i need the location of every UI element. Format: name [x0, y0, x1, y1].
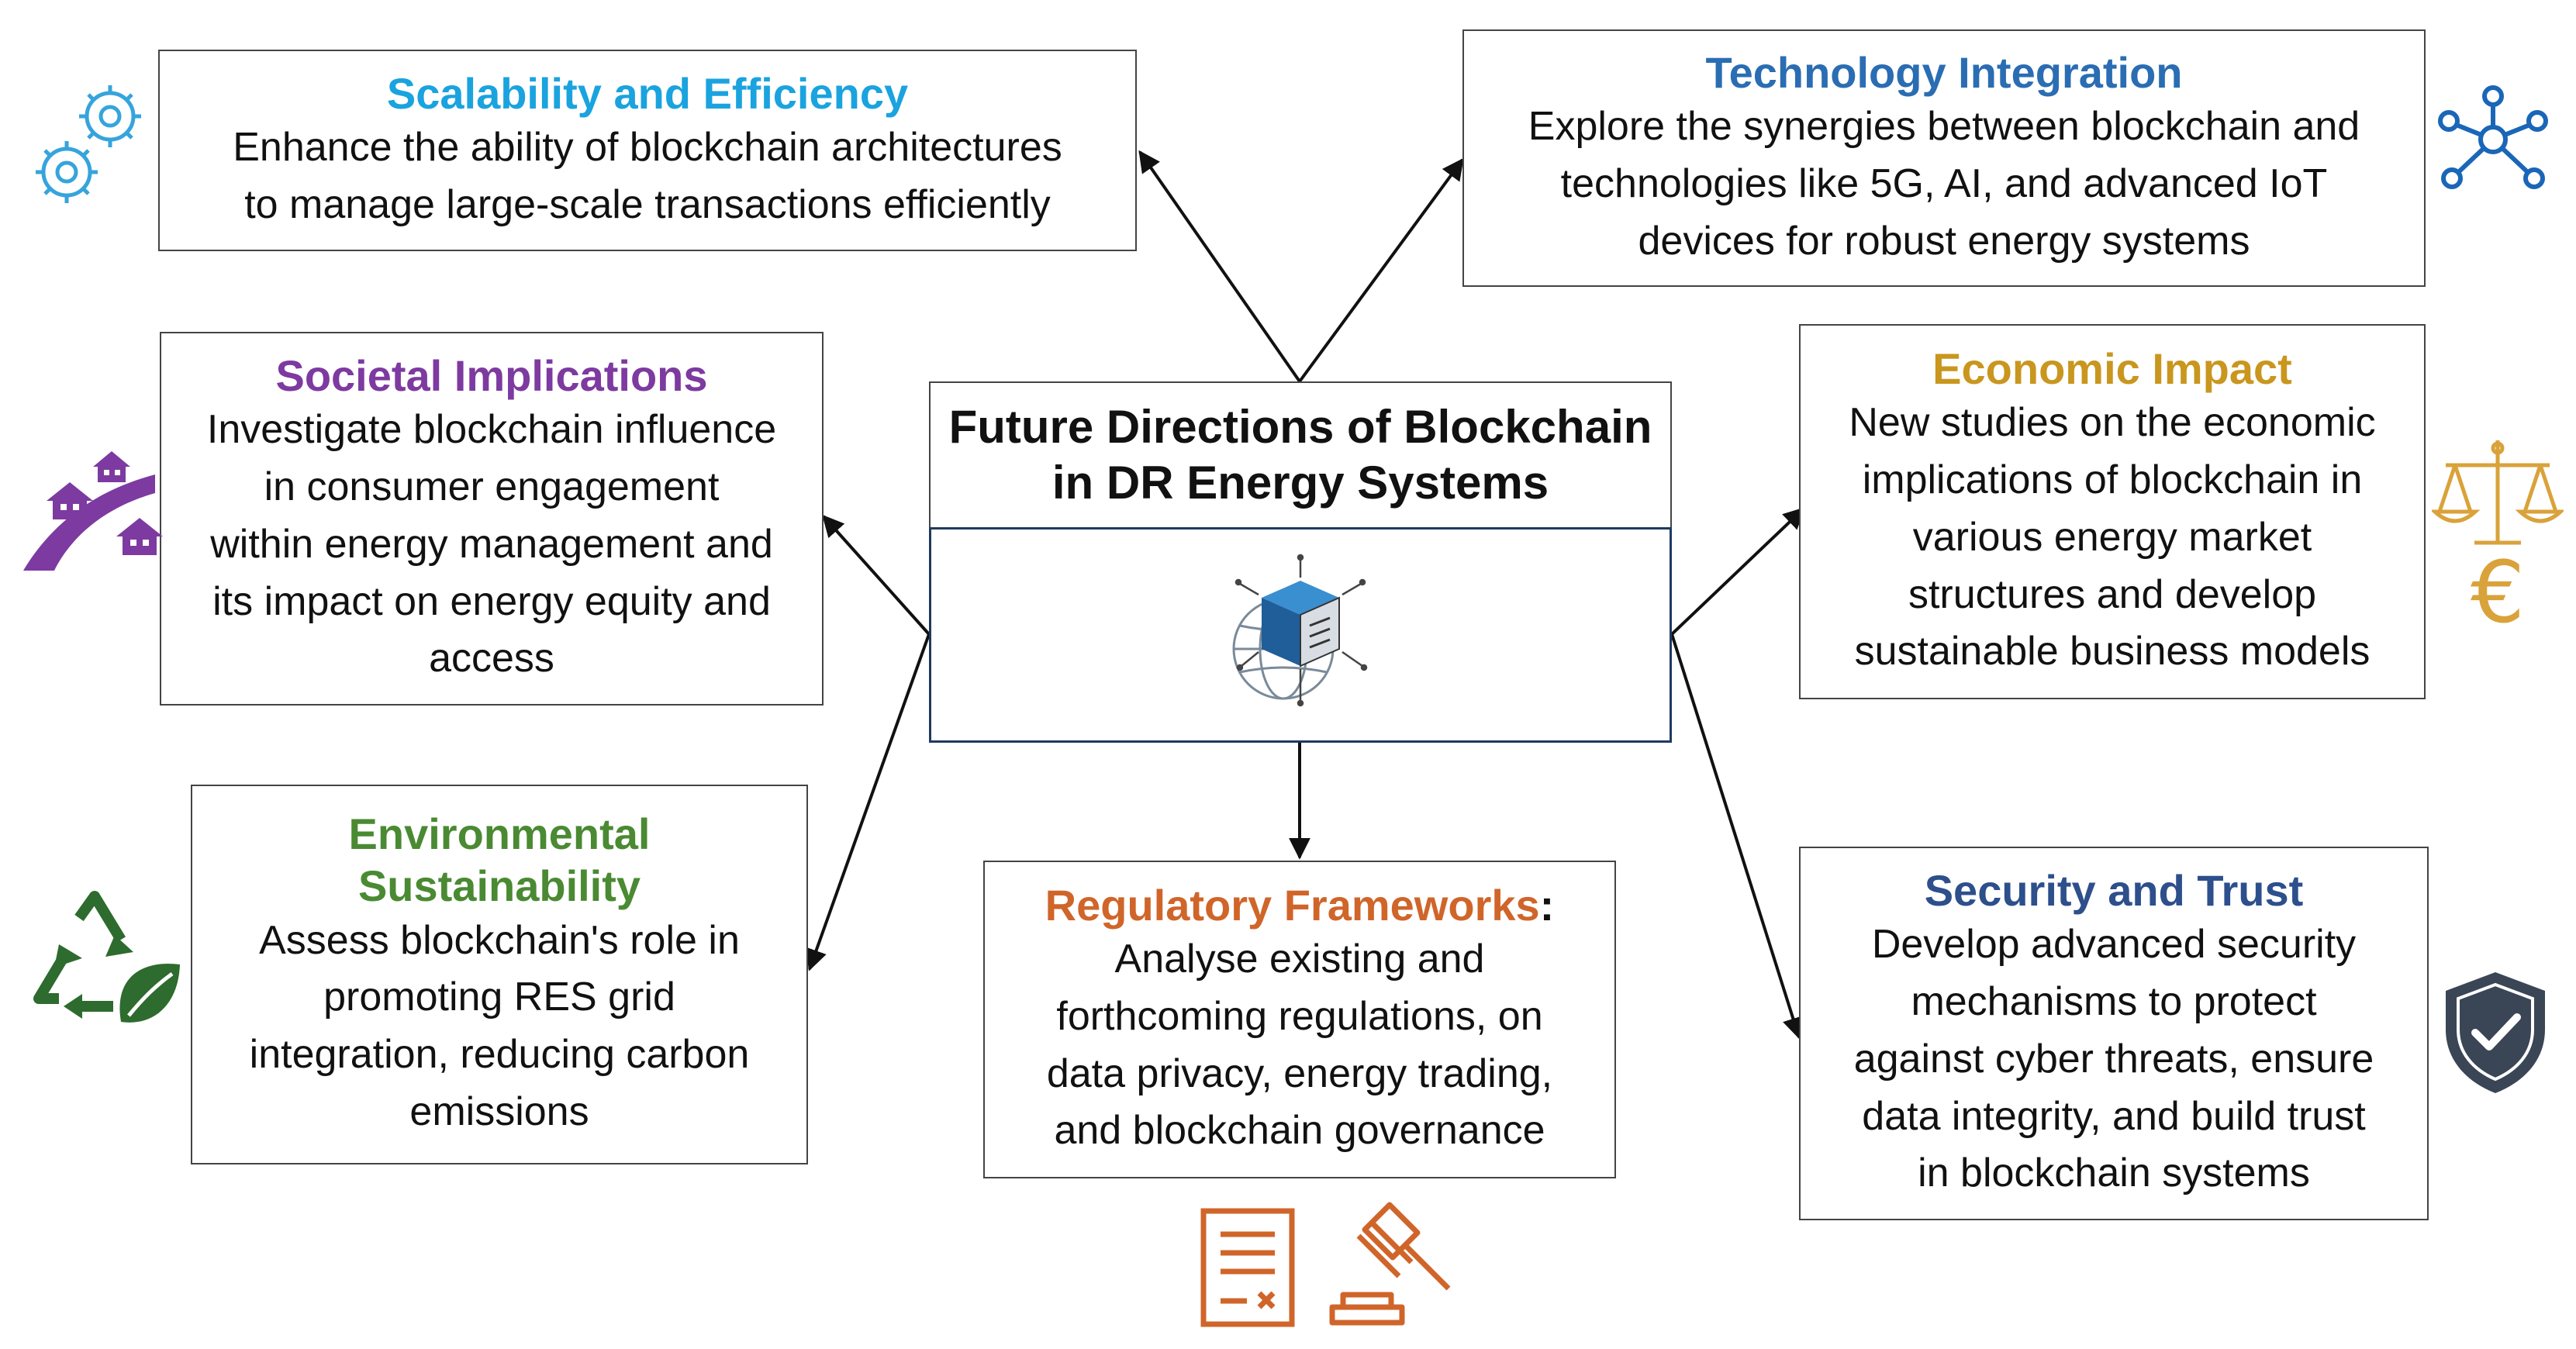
economic-line: implications of blockchain in — [1862, 457, 2363, 502]
technology-line: Explore the synergies between blockchain… — [1528, 103, 2360, 149]
technology-line: devices for robust energy systems — [1638, 218, 2250, 264]
environmental-line: promoting RES grid — [323, 975, 675, 1020]
security-line: data integrity, and build trust — [1862, 1093, 2366, 1139]
node-regulatory: Regulatory Frameworks: Analyse existing … — [983, 861, 1616, 1178]
node-scalability: Scalability and Efficiency Enhance the a… — [158, 50, 1137, 251]
economic-line: New studies on the economic — [1849, 400, 2376, 446]
security-line: in blockchain systems — [1918, 1151, 2310, 1196]
scales-euro-icon: € — [2432, 440, 2564, 636]
gavel-icon — [1329, 1202, 1451, 1326]
economic-title: Economic Impact — [1932, 343, 2292, 393]
environmental-title: Sustainability — [357, 861, 641, 911]
economic-line: structures and develop — [1908, 571, 2317, 617]
houses-road-icon — [23, 451, 163, 571]
environmental-title: Environmental — [348, 809, 651, 859]
document-icon — [1200, 1208, 1295, 1327]
scalability-line: Enhance the ability of blockchain archit… — [233, 124, 1062, 170]
security-line: against cyber threats, ensure — [1853, 1036, 2374, 1082]
societal-line: in consumer engagement — [264, 464, 720, 509]
societal-title: Societal Implications — [275, 350, 708, 400]
security-line: Develop advanced security — [1871, 922, 2357, 968]
arrow-to-scalability — [1138, 150, 1301, 383]
scalability-title: Scalability and Efficiency — [386, 68, 909, 118]
societal-line: its impact on energy equity and — [212, 578, 771, 624]
blockchain-globe-icon — [1232, 554, 1368, 707]
node-technology: Technology Integration Explore the syner… — [1462, 29, 2426, 287]
societal-line: Investigate blockchain influence — [206, 407, 777, 453]
arrow-to-societal — [822, 514, 931, 636]
scalability-line: to manage large-scale transactions effic… — [244, 181, 1051, 227]
center-image-box — [929, 527, 1672, 743]
security-title: Security and Trust — [1924, 865, 2304, 915]
environmental-line: Assess blockchain's role in — [259, 917, 740, 963]
security-line: mechanisms to protect — [1911, 978, 2317, 1024]
regulatory-title: Regulatory Frameworks — [1045, 880, 1540, 930]
regulatory-title-colon: : — [1539, 880, 1555, 930]
network-hub-icon — [2438, 85, 2548, 189]
economic-line: various energy market — [1912, 514, 2312, 560]
regulatory-line: forthcoming regulations, on — [1056, 993, 1543, 1039]
gears-icon — [36, 85, 141, 203]
arrow-to-technology — [1298, 157, 1464, 383]
technology-title: Technology Integration — [1705, 47, 2183, 97]
center-title-box: Future Directions of Blockchain in DR En… — [929, 381, 1672, 529]
node-security: Security and Trust Develop advanced secu… — [1799, 847, 2429, 1220]
recycle-leaf-icon — [33, 891, 180, 1023]
societal-line: within energy management and — [210, 521, 773, 567]
shield-check-icon — [2446, 972, 2545, 1093]
node-societal: Societal Implications Investigate blockc… — [160, 332, 824, 706]
center-title-line1: Future Directions of Blockchain — [948, 401, 1652, 453]
regulatory-line: data privacy, energy trading, — [1046, 1051, 1553, 1096]
environmental-line: emissions — [409, 1089, 589, 1135]
regulatory-line: and blockchain governance — [1054, 1108, 1545, 1154]
arrow-to-environmental — [806, 633, 931, 971]
societal-line: access — [429, 636, 554, 681]
regulatory-title-wrap: Regulatory Frameworks: — [1045, 879, 1555, 931]
environmental-line: integration, reducing carbon — [249, 1032, 750, 1078]
node-economic: Economic Impact New studies on the econo… — [1799, 324, 2426, 699]
arrow-to-economic — [1670, 507, 1806, 636]
center-title-line2: in DR Energy Systems — [1051, 457, 1549, 509]
euro-glyph: € — [2471, 543, 2525, 636]
economic-line: sustainable business models — [1854, 629, 2371, 674]
regulatory-line: Analyse existing and — [1114, 936, 1485, 982]
node-environmental: Environmental Sustainability Assess bloc… — [191, 785, 808, 1164]
arrow-to-security — [1670, 633, 1804, 1040]
technology-line: technologies like 5G, AI, and advanced I… — [1560, 160, 2328, 206]
